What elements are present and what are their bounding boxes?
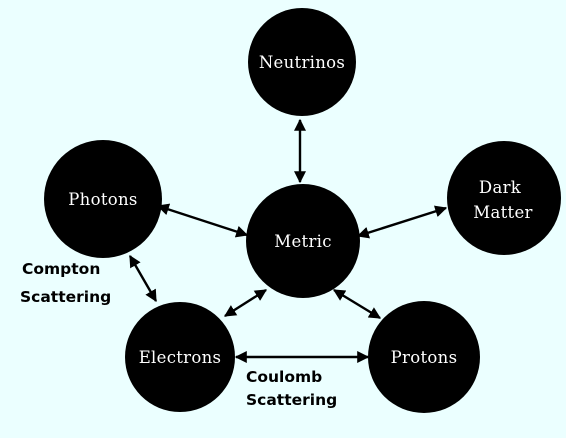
- node-label: Photons: [68, 190, 137, 209]
- edge-label-line1: Compton: [22, 260, 100, 278]
- node-label: Protons: [391, 348, 458, 367]
- node-label-line1: Dark: [479, 178, 522, 197]
- node-electrons: Electrons: [125, 302, 235, 412]
- node-photons: Photons: [44, 140, 162, 258]
- arrow-metric-protons: [332, 288, 382, 320]
- node-circle: [246, 184, 360, 298]
- node-label: Electrons: [139, 348, 222, 367]
- node-circle: [44, 140, 162, 258]
- node-dark-matter: Dark Matter: [447, 141, 561, 255]
- node-circle: [447, 141, 561, 255]
- edge-label-line1: Coulomb: [246, 368, 322, 386]
- edge-label-line2: Scattering: [20, 288, 111, 306]
- arrow-photons-electrons: [128, 254, 158, 303]
- node-protons: Protons: [368, 301, 480, 413]
- edge-label-line2: Scattering: [246, 391, 337, 409]
- node-circle: [125, 302, 235, 412]
- node-neutrinos: Neutrinos: [248, 8, 356, 116]
- node-metric: Metric: [246, 184, 360, 298]
- node-label: Neutrinos: [259, 53, 345, 72]
- arrow-metric-electrons: [223, 288, 268, 318]
- node-circle: [248, 8, 356, 116]
- arrow-metric-photons: [156, 203, 249, 238]
- node-label-line2: Matter: [473, 203, 532, 222]
- arrows: [128, 118, 448, 363]
- node-label: Metric: [274, 232, 332, 251]
- node-circle: [368, 301, 480, 413]
- edge-label-coulomb: Coulomb Scattering: [246, 368, 337, 409]
- arrow-metric-dark-matter: [356, 205, 448, 239]
- edge-label-compton: Compton Scattering: [20, 260, 111, 306]
